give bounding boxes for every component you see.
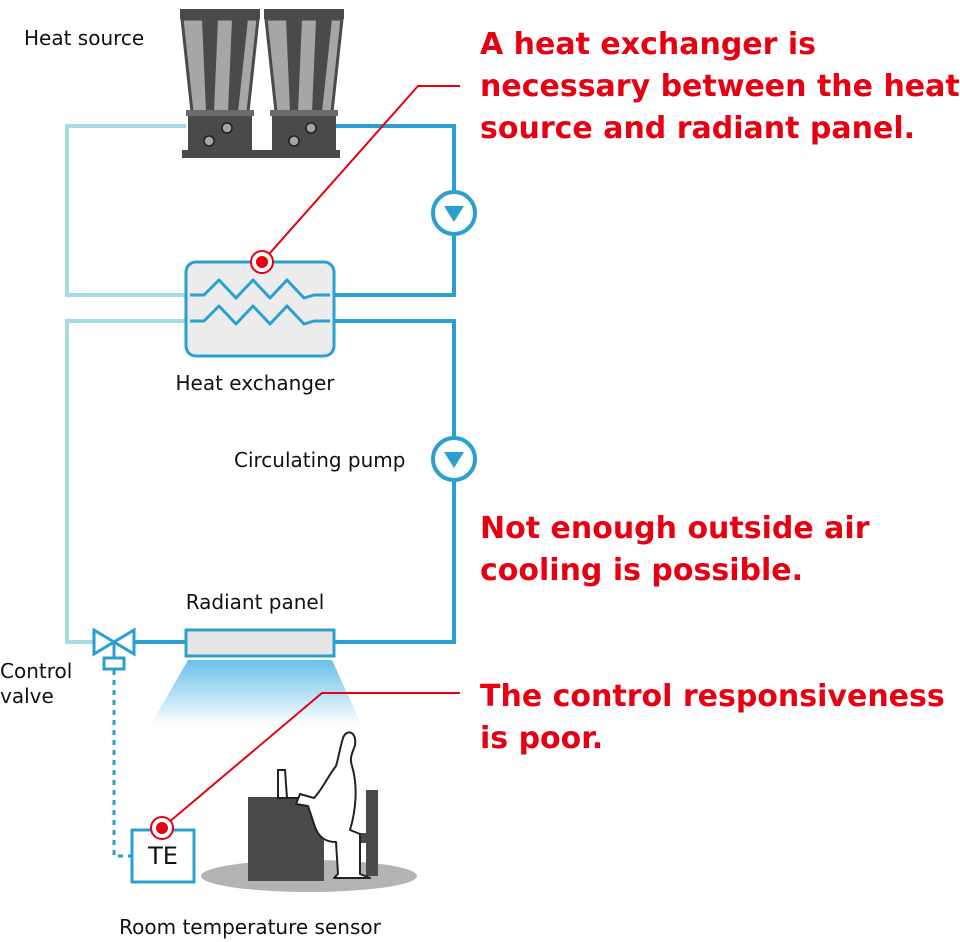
outside-air-note-line1: Not enough outside air — [480, 511, 870, 546]
radiant-panel-label: Radiant panel — [186, 590, 325, 614]
control-valve-label-line1: Control — [0, 659, 72, 683]
room-temperature-sensor-label: Room temperature sensor — [119, 915, 381, 939]
cooling-radiation-gradient — [150, 660, 362, 726]
heat-exchanger-note-line2: necessary between the heat — [480, 69, 960, 104]
secondary-return-pipe — [65, 319, 190, 644]
heat-source-label: Heat source — [24, 26, 144, 50]
control-valve-label-line2: valve — [0, 684, 54, 708]
sensor-callout — [150, 692, 460, 840]
primary-pump-icon — [431, 190, 477, 236]
primary-return-pipe — [65, 124, 190, 297]
heat-exchanger-callout — [250, 85, 460, 274]
heat-exchanger-note-line1: A heat exchanger is — [480, 27, 816, 62]
heat-exchanger-icon — [184, 260, 336, 358]
circulating-pump-icon — [431, 436, 477, 482]
sensor-signal-line — [112, 670, 132, 858]
return-pipes — [65, 124, 190, 644]
cooling-tower-left — [180, 9, 260, 150]
cooling-tower-right — [264, 9, 344, 150]
person-at-desk-icon — [201, 731, 417, 892]
circulating-pump-label: Circulating pump — [234, 448, 405, 472]
heat-exchanger-label: Heat exchanger — [175, 371, 335, 395]
heat-source-icon — [180, 9, 344, 158]
heat-exchanger-note-line3: source and radiant panel. — [480, 111, 915, 146]
control-note-line2: is poor. — [480, 721, 603, 756]
control-note-line1: The control responsiveness — [480, 679, 945, 714]
secondary-supply-pipe — [330, 319, 456, 644]
te-label: TE — [147, 842, 178, 870]
radiant-panel-icon — [184, 628, 336, 658]
control-valve-icon — [92, 627, 136, 671]
outside-air-note-line2: cooling is possible. — [480, 553, 803, 588]
